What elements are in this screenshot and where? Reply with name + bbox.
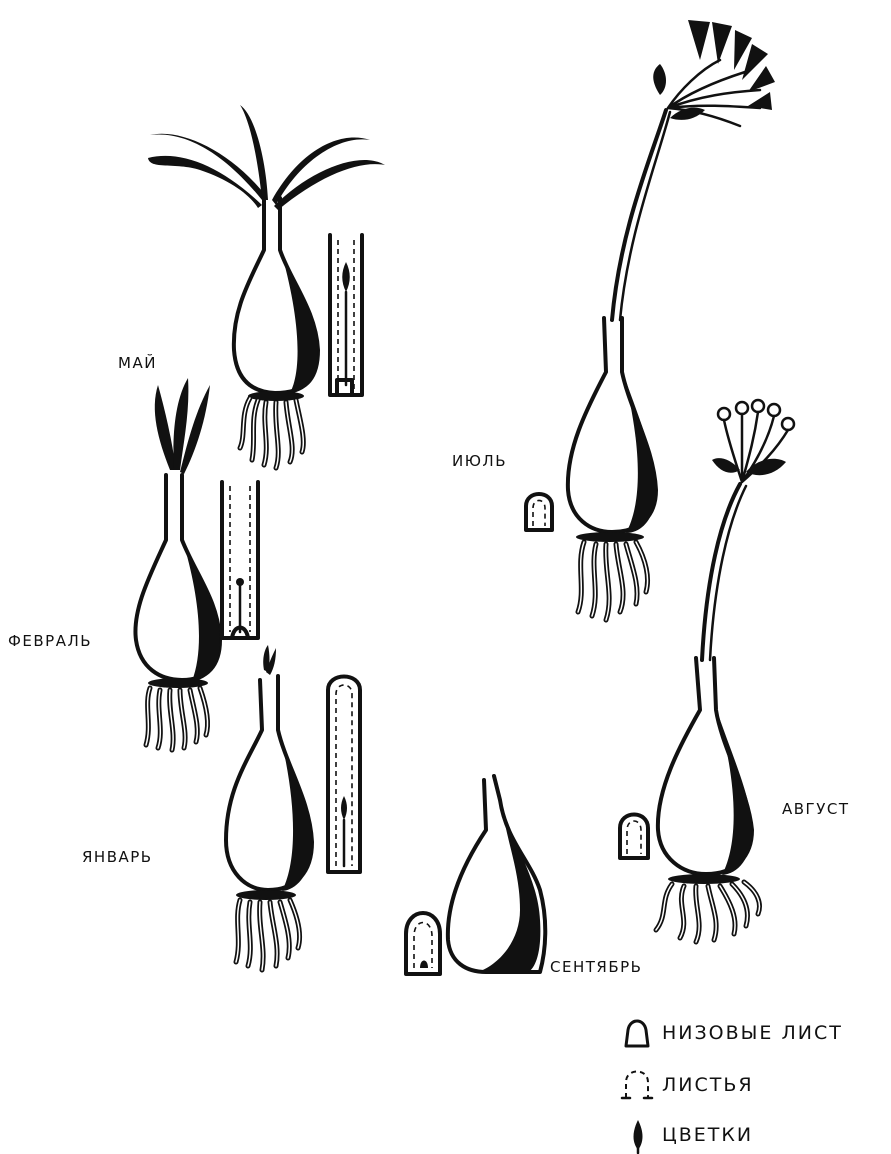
- scale-leaf-icon: [626, 1021, 648, 1046]
- scale-leaf-august: [620, 815, 648, 859]
- label-may: МАЙ: [118, 354, 157, 372]
- label-february: ФЕВРАЛЬ: [8, 632, 92, 650]
- legend-label-flowers: ЦВЕТКИ: [662, 1124, 753, 1146]
- bulb-july: [568, 20, 775, 620]
- bulb-september: [448, 776, 545, 972]
- flower-bud-icon: [634, 1120, 643, 1153]
- legend-label-leaves: ЛИСТЬЯ: [662, 1074, 754, 1096]
- label-august: АВГУСТ: [782, 800, 849, 818]
- section-may: [330, 235, 362, 395]
- leaf-outline-icon: [622, 1072, 652, 1099]
- scale-leaf-september: [406, 913, 440, 974]
- section-february: [222, 482, 258, 638]
- label-september: СЕНТЯБРЬ: [550, 958, 642, 976]
- label-july: ИЮЛЬ: [452, 452, 507, 470]
- section-january: [328, 677, 360, 873]
- label-january: ЯНВАРЬ: [82, 848, 153, 866]
- legend-label-scale-leaves: НИЗОВЫЕ ЛИСТ: [662, 1022, 843, 1044]
- scale-leaf-july: [526, 494, 552, 530]
- bulb-january: [226, 645, 312, 970]
- bulb-february: [135, 378, 220, 750]
- bulb-august: [656, 400, 794, 942]
